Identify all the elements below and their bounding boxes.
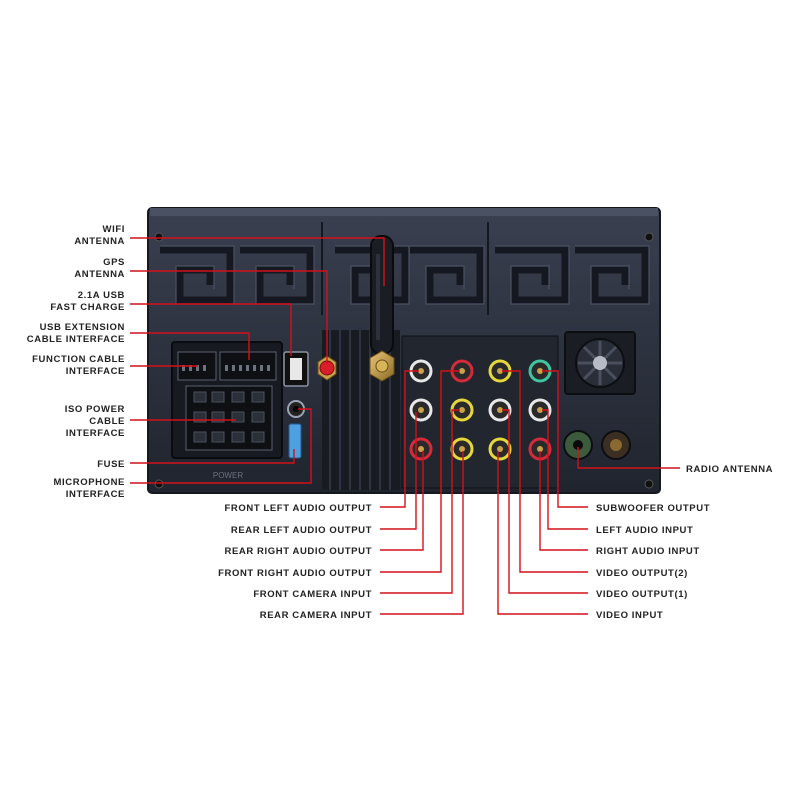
- leader-lines: [130, 237, 680, 615]
- label-left-audio-input: LEFT AUDIO INPUT: [596, 525, 693, 536]
- leader-rear-camera-input: [380, 451, 464, 615]
- iso-pin-grid: [193, 391, 265, 443]
- label-rear-right-audio-output: REAR RIGHT AUDIO OUTPUT: [224, 546, 372, 557]
- leader-video-input: [497, 451, 588, 615]
- center-heatsink: [322, 330, 400, 490]
- rca-jack-rear-left-audio-output: [409, 398, 433, 422]
- rca-jack-video-output-1: [488, 398, 512, 422]
- leader-right-audio-input: [539, 451, 588, 551]
- leader-front-right-audio-output: [380, 370, 460, 573]
- leader-gps-antenna: [130, 270, 328, 364]
- meander-highlight: [160, 245, 650, 305]
- rca-jack-front-right-audio-output: [450, 437, 474, 461]
- screw-bottom-right: [644, 479, 654, 489]
- bottom-right-labels: SUBWOOFER OUTPUT LEFT AUDIO INPUT RIGHT …: [596, 503, 710, 621]
- cooling-fan: [564, 331, 636, 395]
- housing-screws: [154, 232, 654, 489]
- leader-left-audio-input: [542, 409, 588, 530]
- leader-radio-antenna: [577, 447, 680, 469]
- leader-microphone: [130, 408, 312, 484]
- label-rear-left-audio-output: REAR LEFT AUDIO OUTPUT: [231, 525, 372, 536]
- rca-jack-left-audio-input: [528, 398, 552, 422]
- power-stamp: POWER: [213, 471, 243, 480]
- label-video-input: VIDEO INPUT: [596, 610, 663, 621]
- rca-jacks: [409, 359, 552, 461]
- screw-bottom-left: [154, 479, 164, 489]
- device-housing: POWER: [147, 207, 661, 494]
- leader-front-left-audio-output: [380, 370, 419, 508]
- label-video-output-1: VIDEO OUTPUT(1): [596, 589, 688, 600]
- screw-top-left: [154, 232, 164, 242]
- leader-video-output-2: [502, 370, 588, 573]
- leader-video-output-1: [502, 409, 588, 594]
- leader-usb-fast-charge: [130, 303, 292, 356]
- wifi-antenna: [369, 235, 395, 382]
- meander-heatsink-pattern: [160, 246, 649, 304]
- leader-fuse: [130, 449, 295, 464]
- leader-subwoofer-output: [542, 370, 588, 508]
- rca-jack-video-output-2: [488, 359, 512, 383]
- usb-port-tongue: [290, 358, 302, 380]
- label-fuse: FUSE: [97, 459, 125, 470]
- screw-top-right: [644, 232, 654, 242]
- fuse: [288, 423, 302, 459]
- label-front-left-audio-output: FRONT LEFT AUDIO OUTPUT: [225, 503, 373, 514]
- label-right-audio-input: RIGHT AUDIO INPUT: [596, 546, 700, 557]
- label-subwoofer-output: SUBWOOFER OUTPUT: [596, 503, 710, 514]
- rca-jack-rear-right-audio-output: [409, 437, 433, 461]
- housing-top-edge: [150, 208, 658, 216]
- leader-rear-right-audio-output: [380, 451, 424, 551]
- bottom-left-labels: FRONT LEFT AUDIO OUTPUT REAR LEFT AUDIO …: [218, 503, 373, 621]
- label-front-right-audio-output: FRONT RIGHT AUDIO OUTPUT: [218, 568, 372, 579]
- rca-jack-video-input: [488, 437, 512, 461]
- leader-rear-left-audio-output: [380, 412, 417, 530]
- connector-pins: [182, 365, 270, 371]
- label-video-output-2: VIDEO OUTPUT(2): [596, 568, 688, 579]
- label-rear-camera-input: REAR CAMERA INPUT: [260, 610, 372, 621]
- leader-front-camera-input: [380, 409, 460, 594]
- rca-jack-front-camera-input: [450, 359, 474, 383]
- auxiliary-socket: [601, 430, 631, 460]
- microphone-jack-hole: [293, 406, 299, 412]
- leader-usb-extension: [130, 332, 250, 360]
- leader-wifi-antenna: [130, 237, 385, 286]
- label-front-camera-input: FRONT CAMERA INPUT: [253, 589, 372, 600]
- connector-block: [171, 341, 283, 459]
- label-radio-antenna: RADIO ANTENNA: [686, 464, 773, 475]
